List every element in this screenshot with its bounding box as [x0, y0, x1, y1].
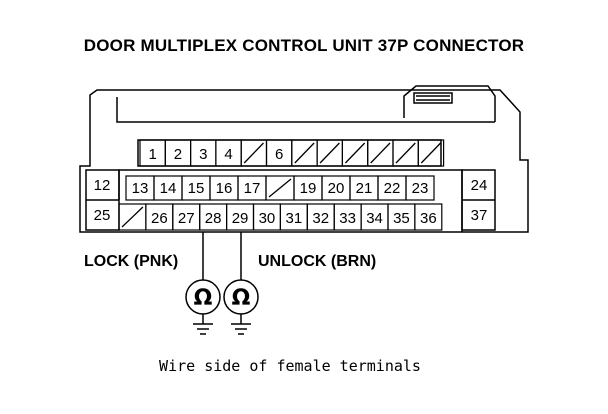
pin-label: 30	[259, 210, 276, 227]
pin-label: 29	[232, 210, 249, 227]
pin-label: 3	[199, 146, 207, 163]
pin-label: 6	[275, 146, 283, 163]
latch-slot	[413, 92, 453, 104]
lock-ohm-icon: Ω	[194, 286, 213, 311]
unused-pin-slash	[395, 142, 416, 164]
unused-pin-slash	[268, 178, 292, 198]
pin-label: 19	[300, 180, 317, 197]
pin-24: 24	[471, 177, 488, 194]
unused-pin-slash	[420, 142, 442, 164]
unused-pin-slash	[370, 142, 391, 164]
pin-label: 17	[244, 180, 261, 197]
row2-cell	[405, 175, 435, 201]
pin-label: 1	[148, 146, 156, 163]
pin-label: 22	[384, 180, 401, 197]
unused-pin-slash	[319, 142, 340, 164]
pin-label: 21	[356, 180, 373, 197]
unused-pin-slash	[121, 206, 144, 228]
latch-housing	[403, 85, 496, 122]
pin-label: 32	[312, 210, 329, 227]
pin-label: 14	[160, 180, 177, 197]
row1-cell	[417, 139, 445, 167]
caption: Wire side of female terminals	[159, 357, 421, 375]
pin-label: 20	[328, 180, 345, 197]
pin-label: 4	[224, 146, 232, 163]
pin-label: 28	[205, 210, 222, 227]
lock-ground-symbol	[193, 323, 213, 335]
pin-row-2: 13 14 15 16 17 19 20 21 22 23	[125, 175, 435, 201]
unused-pin-slash	[294, 142, 315, 164]
connector-housing	[79, 89, 529, 233]
pin-label: 34	[366, 210, 383, 227]
lock-label: LOCK (PNK)	[84, 253, 178, 270]
pin-12: 12	[94, 177, 111, 194]
unlock-label: UNLOCK (BRN)	[258, 253, 376, 270]
pin-label: 23	[412, 180, 429, 197]
unlock-ground-symbol	[231, 323, 251, 335]
pin-25: 25	[94, 207, 111, 224]
pin-label: 16	[216, 180, 233, 197]
unlock-ohm-icon: Ω	[232, 286, 251, 311]
pin-label: 31	[286, 210, 303, 227]
pin-label: 35	[393, 210, 410, 227]
row1-frame	[137, 139, 442, 167]
unused-pin-slash	[344, 142, 366, 164]
pin-label: 26	[151, 210, 168, 227]
pin-37: 37	[471, 207, 488, 224]
pin-label: 33	[339, 210, 356, 227]
pin-label: 2	[174, 146, 182, 163]
pin-label: 27	[178, 210, 195, 227]
pin-label: 15	[188, 180, 205, 197]
connector-top-rail	[116, 97, 495, 123]
row3-cell	[414, 203, 443, 231]
unused-pin-slash	[243, 142, 264, 164]
pin-row-3: 26 27 28 29 30 31 32 33 34 35 36	[118, 203, 443, 231]
pin-label: 13	[132, 180, 149, 197]
pin-label: 36	[420, 210, 437, 227]
diagram-title: DOOR MULTIPLEX CONTROL UNIT 37P CONNECTO…	[83, 36, 525, 55]
